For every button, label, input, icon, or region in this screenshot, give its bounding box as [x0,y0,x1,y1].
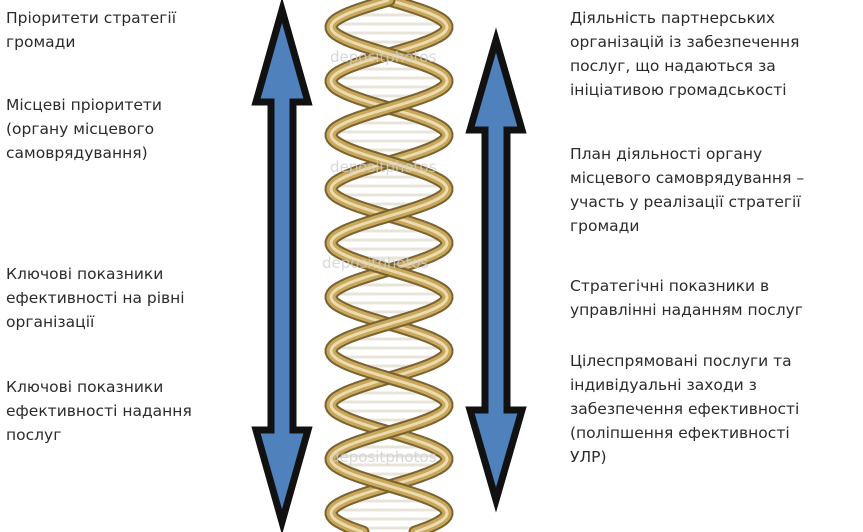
right-text-strategic-indicators: Стратегічні показники в управлінні надан… [570,274,860,322]
right-text-targeted-services: Цілеспрямовані послуги та індивідуальні … [570,349,860,469]
watermark-text: depositphotos [322,254,429,272]
left-text-organization-kpi: Ключові показники ефективності на рівні … [6,262,246,334]
watermark-text: depositphotos [330,48,437,66]
watermark-text: depositphotos [330,158,437,176]
right-text-activity-plan: План діяльності органу місцевого самовря… [570,142,860,238]
left-text-strategy-priorities: Пріоритети стратегії громади [6,6,246,54]
watermark-text: depositphotos [330,448,437,466]
right-double-arrow-icon [470,40,522,500]
left-text-service-kpi: Ключові показники ефективності надання п… [6,375,246,447]
left-text-local-priorities: Місцеві пріоритети (органу місцевого сам… [6,93,246,165]
left-double-arrow-icon [256,10,308,522]
right-text-partner-activities: Діяльність партнерських організацій із з… [570,6,860,102]
